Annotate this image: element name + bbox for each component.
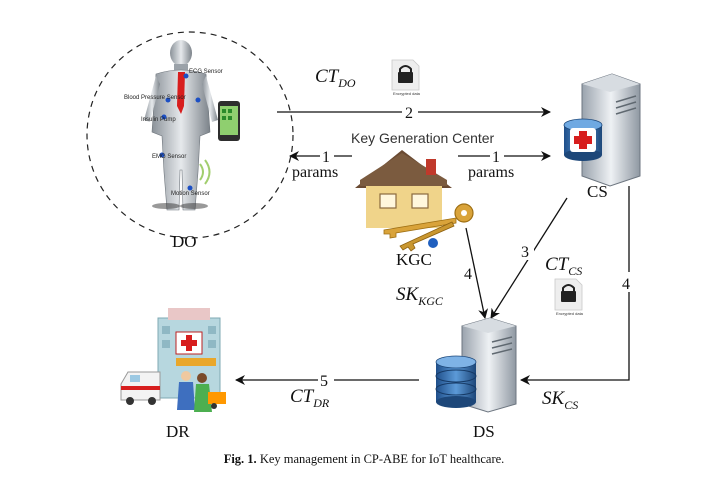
edge-cs-ds-ct-label: CTCS [545, 254, 582, 278]
edge-cs-ds-sk-label: SKCS [542, 388, 578, 412]
edge-do-cs-number: 2 [405, 105, 413, 122]
sensor-label-ecg: ECG Sensor [189, 69, 223, 75]
data-server-node: DS [435, 317, 517, 441]
sensor-label-emg: EMG Sensor [152, 154, 186, 160]
edge-kgc-cs-number: 1 [492, 149, 500, 166]
edge-cs-ds-ct-number: 3 [521, 244, 529, 261]
edge-kgc-ds-number: 4 [464, 266, 472, 283]
sensor-label-insulin: Insulin Pump [141, 117, 176, 123]
smartphone-icon [218, 101, 240, 141]
edge-kgc-ds-label: SKKGC [396, 284, 444, 308]
figure-caption-text: Key management in CP-ABE for IoT healthc… [259, 452, 505, 466]
edge-do-cs-label: CTDO [315, 66, 356, 90]
figure-caption: Fig. 1. Key management in CP-ABE for IoT… [0, 452, 728, 467]
kgc-node: Key Generation Center KGC [351, 130, 495, 269]
medical-staff-icon [177, 371, 226, 412]
edge-ds-dr-label: CTDR [290, 386, 330, 410]
cloud-server-icon [563, 73, 641, 187]
kgc-label: KGC [396, 250, 432, 269]
data-owner-node: ECG Sensor Blood Pressure Sensor Insulin… [86, 31, 294, 251]
kgc-title: Key Generation Center [351, 130, 495, 146]
figure-caption-prefix: Fig. 1. [223, 452, 257, 466]
sensor-label-bp: Blood Pressure Sensor [124, 95, 186, 101]
dr-label: DR [166, 422, 190, 441]
wireless-signal-icon [199, 159, 211, 185]
patient-figure-icon [144, 40, 218, 211]
data-server-icon [435, 317, 517, 413]
encrypted-data-icon-2: Encrypted data [554, 278, 584, 316]
edge-cs-to-ds-sk: 4 SKCS [520, 186, 637, 412]
house-key-icon [355, 150, 474, 252]
edge-kgc-cs-label: params [468, 164, 514, 181]
edge-cs-to-ds-ct: 3 CTCS [490, 197, 582, 319]
cloud-server-node: CS [563, 73, 641, 201]
edge-ds-dr-number: 5 [320, 373, 328, 390]
encrypted-data-label: Encrypted data [393, 91, 421, 96]
edge-ds-to-dr: 5 CTDR [235, 372, 419, 410]
edge-kgc-to-ds: 4 SKKGC [396, 227, 489, 319]
keys-icon [383, 203, 474, 252]
sensor-labels: ECG Sensor Blood Pressure Sensor Insulin… [124, 69, 223, 197]
edge-kgc-to-do: 1 params [289, 148, 352, 181]
ds-label: DS [473, 422, 495, 441]
sensor-dots [159, 73, 201, 191]
do-boundary-circle [86, 31, 294, 239]
edge-kgc-to-cs: 1 params [458, 148, 551, 181]
encrypted-data-label-2: Encrypted data [556, 311, 584, 316]
edge-kgc-do-number: 1 [322, 149, 330, 166]
cs-label: CS [587, 182, 608, 201]
encrypted-data-icon: Encrypted data [391, 59, 421, 96]
do-label: DO [172, 232, 197, 251]
ambulance-icon [120, 371, 161, 405]
sensor-label-motion: Motion Sensor [171, 191, 210, 197]
doctor-hospital-node: DR [120, 308, 226, 441]
edge-kgc-do-label: params [292, 164, 338, 181]
edge-cs-ds-sk-number: 4 [622, 276, 630, 293]
edge-do-to-cs: 2 CTDO [277, 66, 551, 122]
